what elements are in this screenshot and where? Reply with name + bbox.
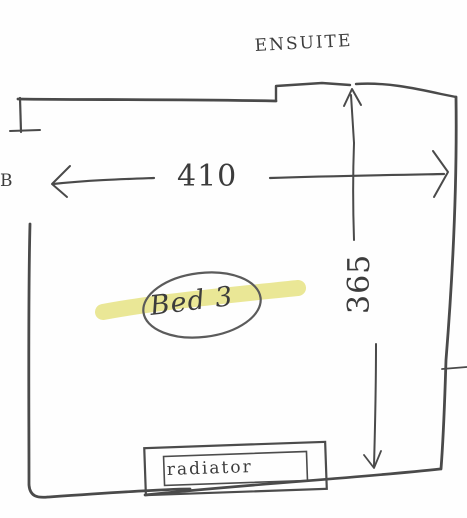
fixture-sketch [143,440,328,497]
depth-dimension-label: 365 [342,254,377,314]
width-dimension-label: 410 [177,159,237,194]
room-label-highlight [95,271,306,339]
fixture-label: radiator [166,457,253,480]
left-edge-label: B [0,171,15,191]
top-opening-mark [343,88,362,144]
outer-wall-lines [9,81,467,499]
depth-dimension-line [352,142,382,469]
width-dimension-line [51,150,449,198]
